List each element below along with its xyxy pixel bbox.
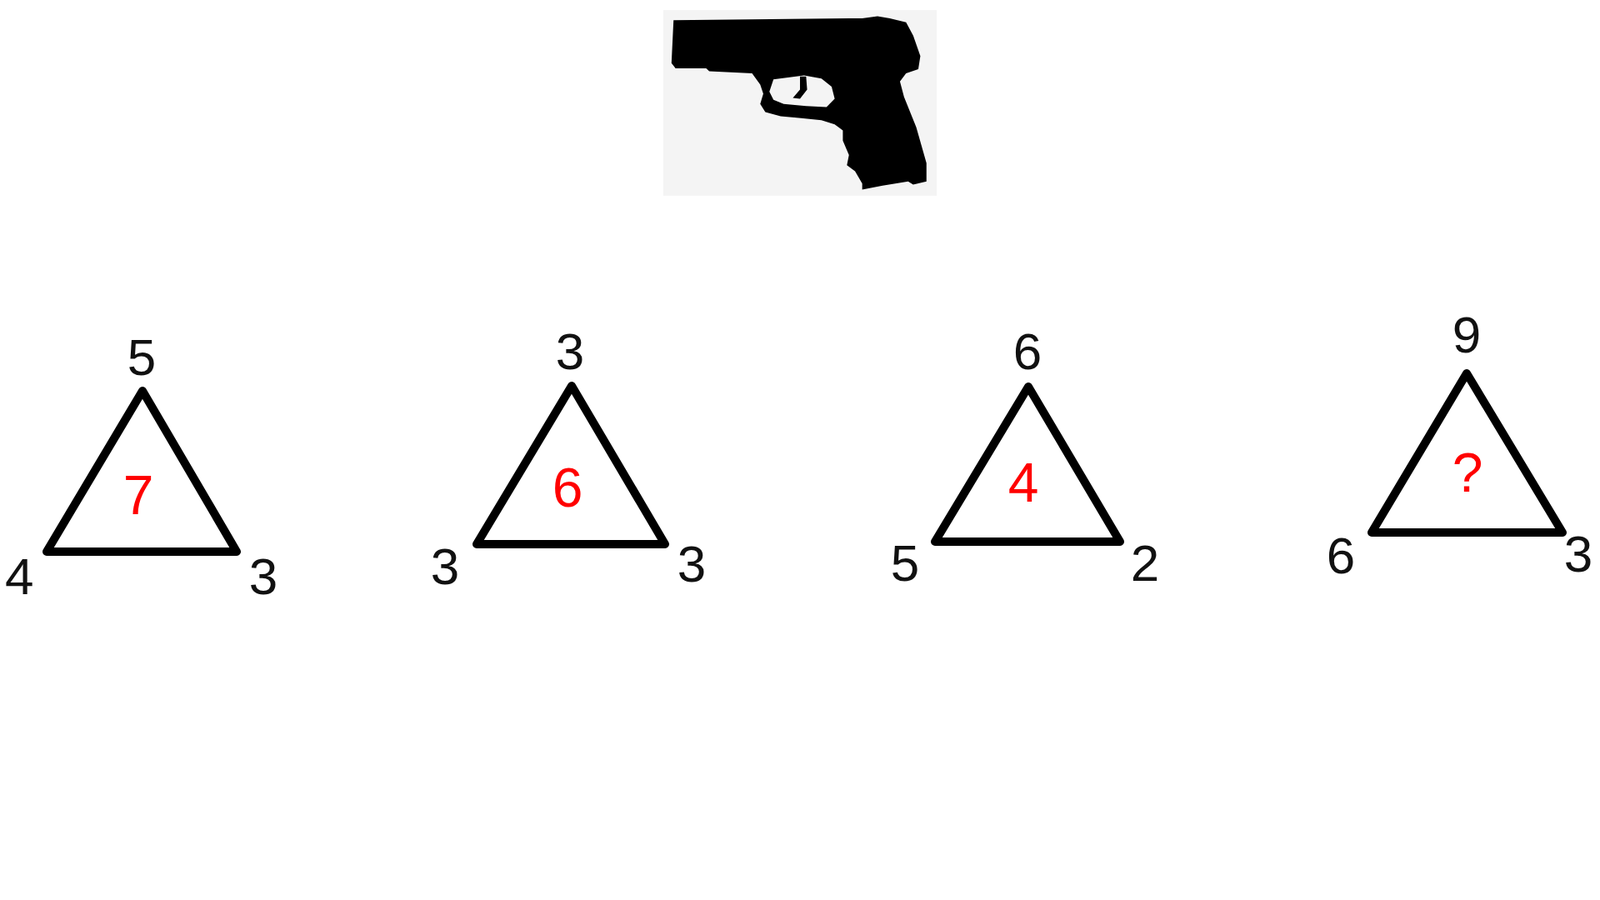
vertex-number: 4 — [5, 550, 34, 603]
vertex-number: 5 — [890, 537, 920, 590]
vertex-number: 6 — [1326, 530, 1355, 582]
vertex-number: 3 — [677, 538, 706, 590]
triangle-line — [1371, 373, 1563, 533]
center-number: 7 — [123, 467, 155, 523]
vertex-number: 5 — [127, 331, 156, 384]
vertex-number: 6 — [1013, 325, 1042, 378]
pistol-body — [671, 15, 927, 190]
triangle-line — [476, 385, 665, 545]
vertex-number: 9 — [1452, 309, 1481, 361]
pistol-trigger — [792, 76, 807, 100]
center-number: 4 — [1008, 455, 1040, 510]
vertex-number: 3 — [249, 550, 278, 603]
center-number: 6 — [552, 460, 584, 515]
vertex-number: 3 — [1564, 528, 1593, 580]
vertex-number: 3 — [430, 540, 460, 593]
vertex-number: 3 — [555, 325, 585, 378]
triangle-line — [935, 386, 1120, 542]
number-triangle: 7 — [38, 382, 245, 560]
pistol-silhouette — [663, 10, 937, 196]
triangle-line — [46, 390, 237, 552]
number-triangle: ? — [1363, 365, 1571, 541]
number-triangle: 4 — [926, 378, 1129, 550]
number-triangle: 6 — [468, 377, 674, 553]
vertex-number: 2 — [1130, 537, 1160, 590]
center-number: ? — [1452, 445, 1484, 500]
image-ground — [663, 10, 937, 196]
